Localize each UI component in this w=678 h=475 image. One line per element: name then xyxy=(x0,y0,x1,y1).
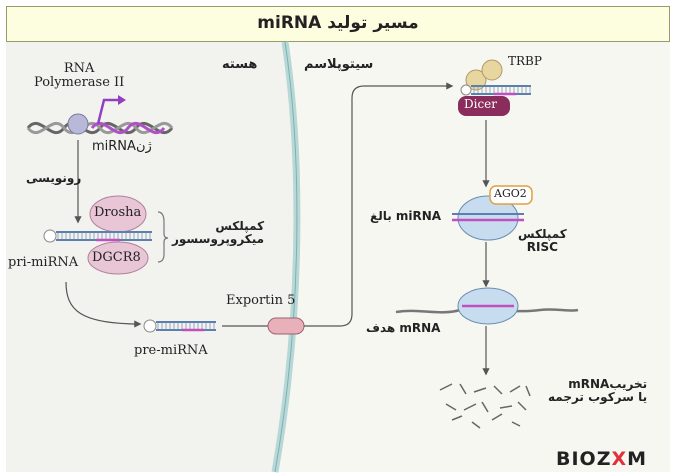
mature-mirna-label: miRNA بالغ xyxy=(370,209,442,223)
export-arrow-b xyxy=(304,82,454,327)
nucleus-label: هسته xyxy=(222,57,258,72)
drosha-label: Drosha xyxy=(94,205,142,220)
promoter-arrow xyxy=(96,98,120,125)
ago2-shape xyxy=(489,185,533,205)
pri-mirna-hairpin xyxy=(43,229,152,243)
transcription-label: رونویسی xyxy=(26,171,82,185)
diagram-title: مسیر تولید miRNA xyxy=(257,13,419,33)
risc-label: کمپلکس RISC xyxy=(518,227,567,255)
exportin-shape xyxy=(267,317,305,335)
dicer-shape xyxy=(458,96,510,116)
nucleus-region xyxy=(6,42,297,472)
risc-loading-shape xyxy=(457,195,519,241)
dicer-label: Dicer xyxy=(464,97,498,111)
ago2-label: AGO2 xyxy=(494,187,527,200)
rna-polymerase-label: RNA Polymerase II xyxy=(34,61,125,91)
target-mrna-label: mRNA هدف xyxy=(366,321,441,335)
microprocessor-label: کمپلکس میکروپروسسور xyxy=(172,219,265,247)
rna-polymerase-shape xyxy=(67,113,89,135)
title-box: مسیر تولید miRNA xyxy=(6,6,670,42)
microprocessor-brace xyxy=(157,211,169,263)
pre-mirna-hairpin xyxy=(143,319,216,333)
dna-helix xyxy=(26,121,174,135)
cytoplasm-label: سیتوپلاسم xyxy=(304,57,374,72)
logo-text-b: M xyxy=(627,448,648,470)
dgcr8-label: DGCR8 xyxy=(92,250,141,265)
dgcr8-shape xyxy=(87,241,149,275)
biozoom-logo: BIOZXM xyxy=(556,448,647,470)
trbp-label: TRBP xyxy=(508,54,542,68)
mature-mirna-duplex xyxy=(452,213,524,222)
logo-mark: X xyxy=(611,448,628,470)
dicer-bound-hairpin xyxy=(460,84,531,96)
pre-mirna-label: pre-miRNA xyxy=(134,343,208,358)
mirna-gene-label: ژنmiRNA xyxy=(92,139,152,154)
logo-text-a: BIOZ xyxy=(556,448,612,470)
trbp-shape-b xyxy=(481,59,503,81)
nuclear-membrane-line xyxy=(274,41,298,473)
promoter-arrow-head xyxy=(118,95,126,105)
outcome-label: تخریبmRNA یا سرکوب ترجمه xyxy=(548,377,648,405)
processing-arrow xyxy=(65,281,142,328)
degraded-fragments xyxy=(439,383,531,429)
exportin-label: Exportin 5 xyxy=(226,293,296,308)
pri-mirna-label: pri-miRNA xyxy=(8,255,79,270)
